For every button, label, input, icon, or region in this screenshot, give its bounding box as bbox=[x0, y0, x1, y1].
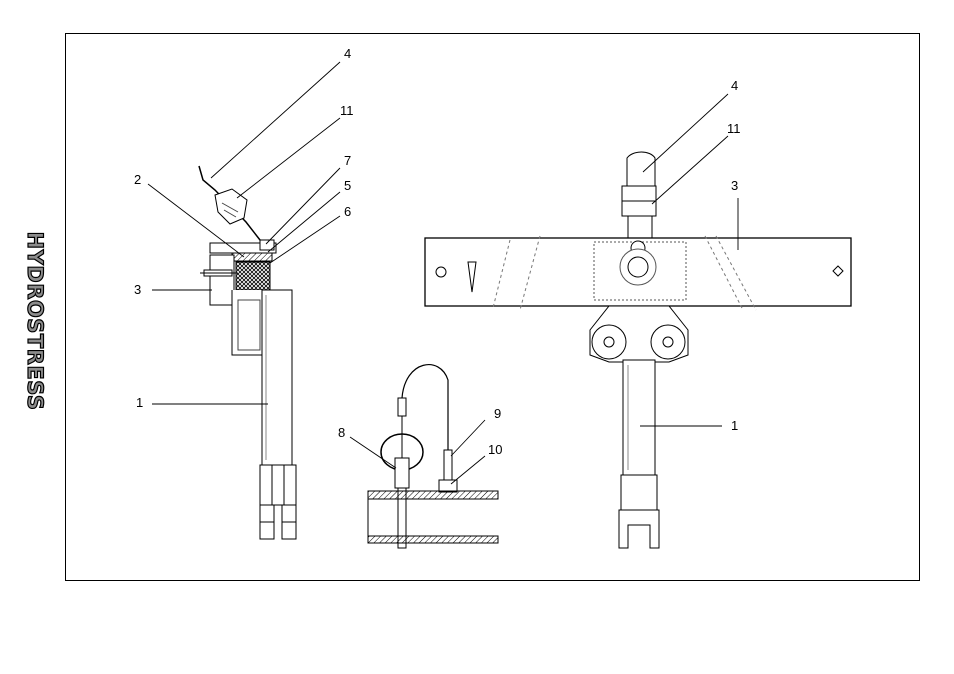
pipe-bottom-wall bbox=[368, 536, 498, 543]
callout-5: 5 bbox=[344, 178, 351, 193]
front-handle bbox=[627, 152, 655, 186]
callout-1-left: 1 bbox=[136, 395, 143, 410]
side-view-assembly bbox=[199, 166, 296, 539]
callout-9: 9 bbox=[494, 406, 501, 421]
callout-1-right: 1 bbox=[731, 418, 738, 433]
callout-2: 2 bbox=[134, 172, 141, 187]
column-foot bbox=[260, 465, 296, 505]
callout-10: 10 bbox=[488, 442, 502, 457]
cable-loop bbox=[402, 365, 448, 455]
plug-8 bbox=[395, 458, 409, 488]
front-view-assembly bbox=[425, 152, 851, 548]
callout-8: 8 bbox=[338, 425, 345, 440]
callout-7: 7 bbox=[344, 153, 351, 168]
probe-9 bbox=[444, 450, 452, 480]
callout-4-right: 4 bbox=[731, 78, 738, 93]
callout-3-left: 3 bbox=[134, 282, 141, 297]
pipe-detail bbox=[368, 365, 498, 548]
callout-4-left: 4 bbox=[344, 46, 351, 61]
pipe-top-wall bbox=[368, 491, 498, 499]
seal-block bbox=[236, 262, 270, 290]
callout-11-left: 11 bbox=[340, 103, 354, 118]
callout-3-right: 3 bbox=[731, 178, 738, 193]
flange-3 bbox=[210, 255, 234, 305]
fork bbox=[619, 510, 659, 548]
callout-11-right: 11 bbox=[727, 121, 741, 136]
callout-6: 6 bbox=[344, 204, 351, 219]
hatched-plate bbox=[232, 253, 272, 261]
